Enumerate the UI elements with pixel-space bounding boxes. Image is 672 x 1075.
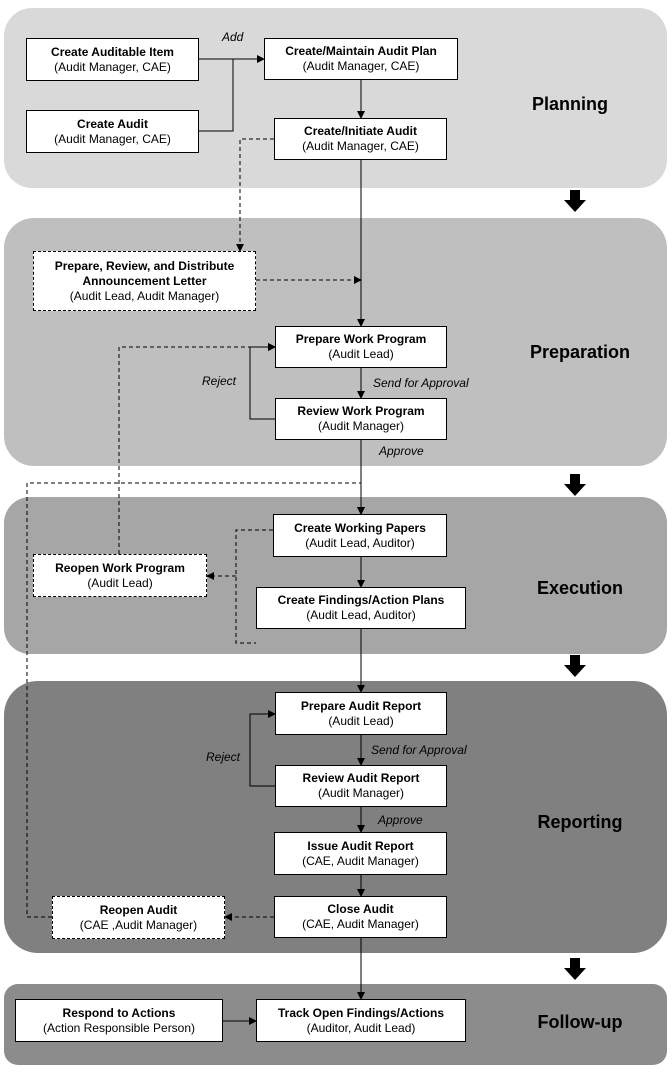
- box-title: Close Audit: [327, 902, 394, 916]
- box-roles: (Audit Lead, Audit Manager): [69, 288, 220, 303]
- box-roles: (CAE, Audit Manager): [302, 853, 419, 868]
- box-title: Create/Maintain Audit Plan: [285, 44, 437, 58]
- box-title: Track Open Findings/Actions: [277, 1005, 445, 1020]
- box-title: Prepare Work Program: [295, 332, 427, 346]
- stage-title-reporting: Reporting: [537, 812, 623, 832]
- box-create-auditable-item[interactable]: Create Auditable Item (Audit Manager, CA…: [26, 38, 199, 81]
- label-send-for-approval-audit-report: Send for Approval: [371, 743, 467, 757]
- box-roles: (Audit Lead, Auditor): [306, 608, 416, 622]
- box-create-initiate-audit[interactable]: Create/Initiate Audit (Audit Manager, CA…: [274, 118, 447, 160]
- stage-title-followup: Follow-up: [537, 1012, 623, 1032]
- box-create-findings-action-plans[interactable]: Create Findings/Action Plans (Audit Lead…: [256, 587, 466, 629]
- box-roles: (CAE ,Audit Manager): [79, 917, 198, 932]
- box-create-working-papers[interactable]: Create Working Papers (Audit Lead, Audit…: [273, 514, 447, 557]
- box-reopen-audit[interactable]: Reopen Audit (CAE ,Audit Manager): [52, 896, 225, 939]
- label-approve-work-program: Approve: [379, 444, 424, 458]
- box-title: Prepare Audit Report: [300, 698, 422, 713]
- box-title: Review Audit Report: [302, 771, 420, 785]
- box-roles: (Audit Lead): [328, 713, 394, 728]
- stage-arrow-icon: [564, 958, 586, 980]
- box-create-maintain-audit-plan[interactable]: Create/Maintain Audit Plan (Audit Manage…: [264, 38, 458, 80]
- label-send-for-approval-work-program: Send for Approval: [373, 376, 469, 390]
- box-title: Create Working Papers: [294, 520, 426, 535]
- box-title: Reopen Audit: [99, 902, 178, 917]
- box-prepare-work-program[interactable]: Prepare Work Program (Audit Lead): [275, 326, 447, 368]
- box-roles: (CAE, Audit Manager): [302, 917, 419, 931]
- box-title: Create Audit: [77, 116, 148, 131]
- box-track-open-findings[interactable]: Track Open Findings/Actions (Auditor, Au…: [256, 999, 466, 1042]
- box-roles: (Audit Manager, CAE): [302, 59, 420, 73]
- box-title: Review Work Program: [297, 404, 425, 418]
- stage-title-preparation: Preparation: [529, 342, 631, 362]
- box-reopen-work-program[interactable]: Reopen Work Program (Audit Lead): [33, 554, 207, 597]
- box-title: Reopen Work Program: [55, 560, 185, 575]
- box-roles: (Audit Manager, CAE): [54, 131, 171, 146]
- box-review-work-program[interactable]: Review Work Program (Audit Manager): [275, 398, 447, 440]
- box-create-audit[interactable]: Create Audit (Audit Manager, CAE): [26, 110, 199, 153]
- box-title: Issue Audit Report: [307, 838, 414, 853]
- box-title: Create Findings/Action Plans: [277, 593, 445, 607]
- stage-arrow-icon: [564, 474, 586, 496]
- box-title: Prepare, Review, and Distribute Announce…: [54, 258, 235, 288]
- box-announcement-letter[interactable]: Prepare, Review, and Distribute Announce…: [33, 251, 256, 311]
- stage-arrow-icon: [564, 655, 586, 677]
- stage-arrow-icon: [564, 190, 586, 212]
- label-reject-work-program: Reject: [202, 374, 237, 388]
- box-respond-to-actions[interactable]: Respond to Actions (Action Responsible P…: [15, 999, 223, 1042]
- box-roles: (Audit Manager): [317, 419, 405, 433]
- box-title: Create Auditable Item: [51, 44, 174, 59]
- box-roles: (Audit Lead, Auditor): [305, 535, 415, 550]
- box-title: Respond to Actions: [62, 1005, 176, 1020]
- box-issue-audit-report[interactable]: Issue Audit Report (CAE, Audit Manager): [274, 832, 447, 875]
- label-approve-audit-report: Approve: [378, 813, 423, 827]
- box-roles: (Audit Manager, CAE): [302, 139, 419, 153]
- box-prepare-audit-report[interactable]: Prepare Audit Report (Audit Lead): [275, 692, 447, 735]
- box-review-audit-report[interactable]: Review Audit Report (Audit Manager): [275, 765, 447, 807]
- box-roles: (Auditor, Audit Lead): [306, 1020, 416, 1035]
- label-reject-audit-report: Reject: [206, 750, 241, 764]
- stage-title-planning: Planning: [532, 94, 608, 114]
- box-roles: (Audit Lead): [328, 347, 394, 361]
- box-close-audit[interactable]: Close Audit (CAE, Audit Manager): [274, 896, 447, 938]
- box-title: Create/Initiate Audit: [304, 124, 417, 138]
- label-add: Add: [222, 30, 244, 44]
- box-roles: (Audit Lead): [87, 575, 153, 590]
- stage-title-execution: Execution: [536, 578, 624, 598]
- box-roles: (Audit Manager): [317, 786, 405, 800]
- box-roles: (Audit Manager, CAE): [54, 59, 171, 74]
- box-roles: (Action Responsible Person): [42, 1020, 196, 1035]
